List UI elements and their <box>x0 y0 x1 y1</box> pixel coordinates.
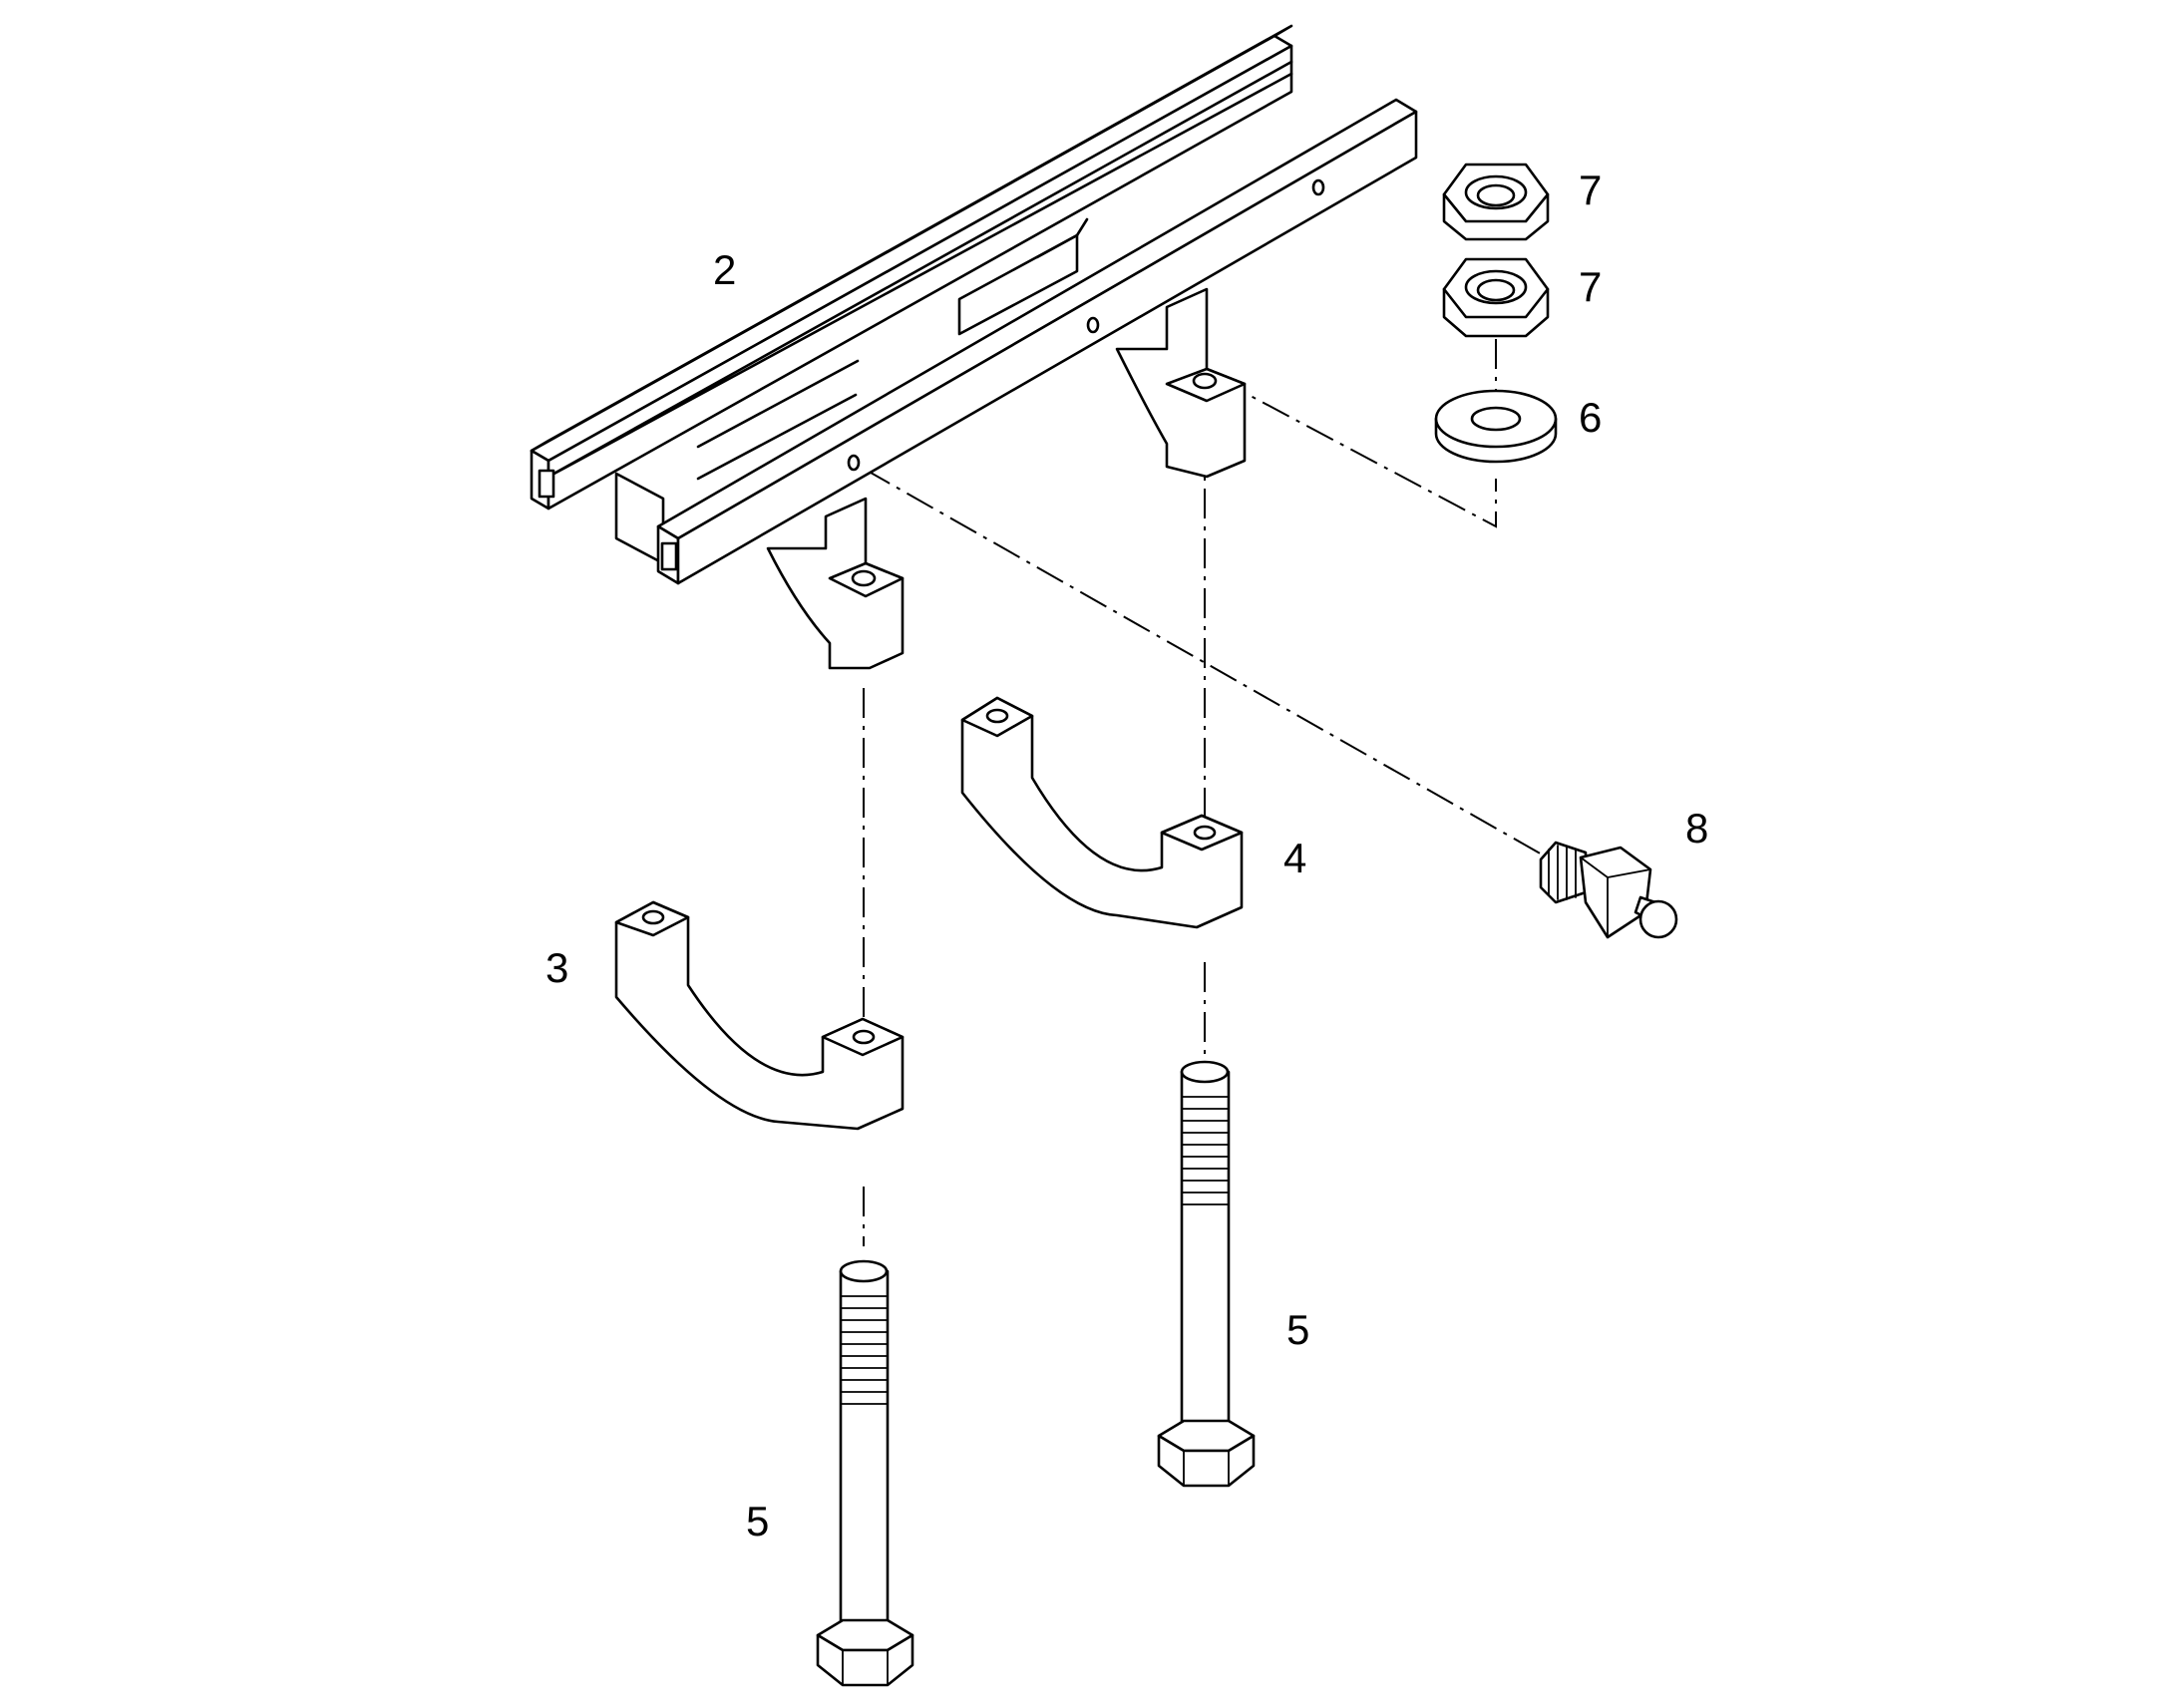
lower-clamp-left <box>614 900 905 1131</box>
bolt-left <box>816 1259 914 1687</box>
lower-clamp-right <box>960 696 1244 929</box>
washer-hole <box>1470 406 1522 432</box>
rail-hole-2 <box>1086 316 1100 334</box>
bolt-right-head-side <box>1157 1434 1256 1488</box>
nut-second-bore <box>1464 269 1528 305</box>
rail-assembly <box>530 24 1418 670</box>
callout-lower-clamp-right: 4 <box>1283 835 1306 881</box>
bolt-left-thread <box>840 1295 889 1405</box>
rail-hole-grease <box>847 454 861 472</box>
bolt-right-thread <box>1181 1096 1230 1205</box>
bolt-left-head-side <box>816 1633 914 1687</box>
lower-clamp-right-hole-b <box>1193 825 1217 841</box>
callout-nut-second: 7 <box>1579 263 1602 310</box>
grease-nipple-ball <box>1638 899 1678 939</box>
rail-near-slot <box>660 541 678 571</box>
callout-washer: 6 <box>1579 394 1602 441</box>
callout-lower-clamp-left: 3 <box>545 944 568 991</box>
nut-top-bore <box>1464 174 1528 210</box>
upper-clamp-left-hole <box>851 569 877 587</box>
bolt-right-tip <box>1180 1060 1230 1084</box>
bolt-right-head-edges <box>1183 1450 1230 1487</box>
callout-grease-nipple: 8 <box>1685 805 1708 852</box>
grease-nipple-hex-edges <box>1580 856 1651 938</box>
rail-near-side <box>676 110 1418 585</box>
grease-nipple-thread <box>1539 841 1588 904</box>
washer <box>1434 389 1558 464</box>
rail-far-slot <box>538 469 555 499</box>
bolt-right <box>1157 1060 1256 1488</box>
upper-clamp-right-hole <box>1192 372 1218 390</box>
lower-clamp-left-hole-b <box>852 1029 876 1045</box>
nut-top <box>1442 163 1550 241</box>
callout-bolt-left: 5 <box>746 1498 769 1544</box>
axis-line-grease-nipple <box>863 468 1552 860</box>
nut-second-bore-inner <box>1476 278 1516 302</box>
lower-clamp-left-hole-a <box>641 909 665 925</box>
callout-bolt-right: 5 <box>1286 1306 1309 1353</box>
axis-line-nut-washer <box>1218 378 1497 528</box>
callout-rail: 2 <box>713 246 736 293</box>
saddle-web <box>696 217 1089 481</box>
callout-nut-top: 7 <box>1579 167 1602 213</box>
saddle-plate-left <box>614 472 665 565</box>
lower-clamp-right-hole-a <box>985 708 1009 724</box>
bolt-left-tip <box>839 1259 889 1283</box>
grease-nipple <box>1539 841 1678 939</box>
lower-clamp-left-body <box>614 900 905 1131</box>
upper-clamp-left <box>766 497 905 670</box>
grease-nipple-thread-lines <box>1548 845 1577 900</box>
rail-hole-1 <box>1311 178 1325 196</box>
nut-second <box>1442 257 1550 338</box>
nut-top-bore-inner <box>1476 183 1516 207</box>
bolt-left-head-edges <box>842 1649 889 1686</box>
